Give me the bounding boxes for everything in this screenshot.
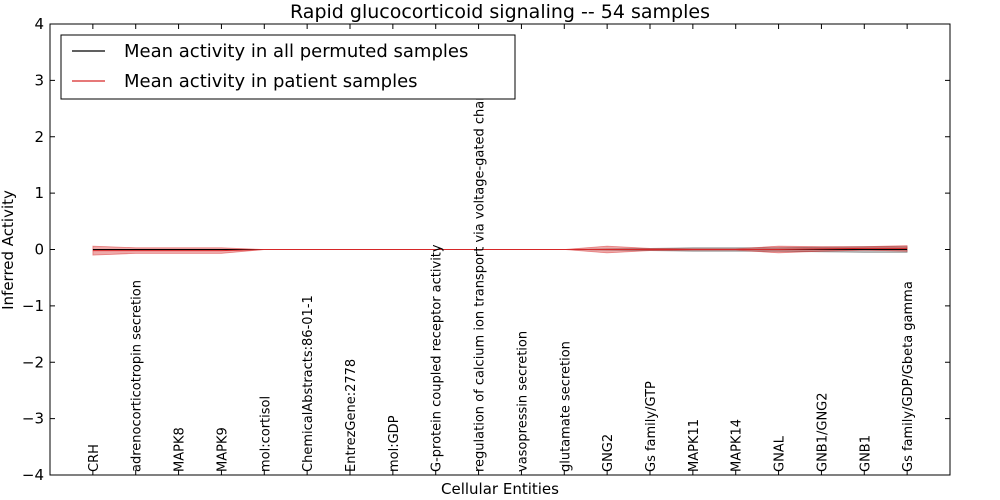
x-category-label: MAPK9	[215, 427, 230, 472]
x-category-label: CRH	[87, 444, 102, 472]
y-tick-label: 3	[34, 71, 44, 89]
y-tick-label: 2	[34, 128, 44, 146]
y-tick-label: −4	[22, 466, 44, 484]
x-category-label: MAPK11	[687, 419, 702, 472]
x-category-label: ChemicalAbstracts:86-01-1	[301, 295, 316, 472]
legend: Mean activity in all permuted samplesMea…	[60, 34, 516, 100]
x-category-label: mol:GDP	[387, 415, 402, 472]
legend-entry: Mean activity in patient samples	[124, 71, 418, 92]
x-category-label: GNG2	[601, 434, 616, 472]
x-category-label: Gs family/GTP	[644, 381, 659, 472]
y-axis-label: Inferred Activity	[0, 190, 17, 310]
y-tick-label: 0	[34, 241, 44, 259]
series-line	[92, 247, 908, 252]
x-category-label: regulation of calcium ion transport via …	[473, 73, 488, 472]
x-category-label: MAPK14	[730, 419, 745, 472]
x-category-label: glutamate secretion	[558, 341, 573, 472]
y-tick-label: 1	[34, 184, 44, 202]
y-tick-label: −3	[22, 410, 44, 428]
x-category-label: G-protein coupled receptor activity	[430, 244, 445, 472]
legend-entry: Mean activity in all permuted samples	[124, 41, 468, 62]
x-category-label: GNB1	[858, 435, 873, 472]
x-category-label: GNAL	[773, 435, 788, 472]
x-category-label: adrenocorticotropin secretion	[130, 280, 145, 472]
plot-area: 4 3 2 1 0 −1 −2 −3 −4 CRH adrenocorticotropin secr…	[22, 15, 951, 484]
y-tick-label: −1	[22, 297, 44, 315]
x-category-label: Gs family/GDP/Gbeta gamma	[901, 281, 916, 472]
legend-box	[60, 34, 516, 100]
y-tick-label: −2	[22, 353, 44, 371]
x-category-label: GNB1/GNG2	[815, 392, 830, 472]
x-category-label: EntrezGene:2778	[344, 359, 359, 472]
x-category-label: vasopressin secretion	[515, 331, 530, 472]
x-category-label: mol:cortisol	[258, 396, 273, 472]
x-category-label: MAPK8	[173, 427, 188, 472]
x-axis-label: Cellular Entities	[441, 480, 559, 498]
chart-title: Rapid glucocorticoid signaling -- 54 sam…	[290, 1, 710, 23]
y-tick-label: 4	[34, 15, 44, 33]
